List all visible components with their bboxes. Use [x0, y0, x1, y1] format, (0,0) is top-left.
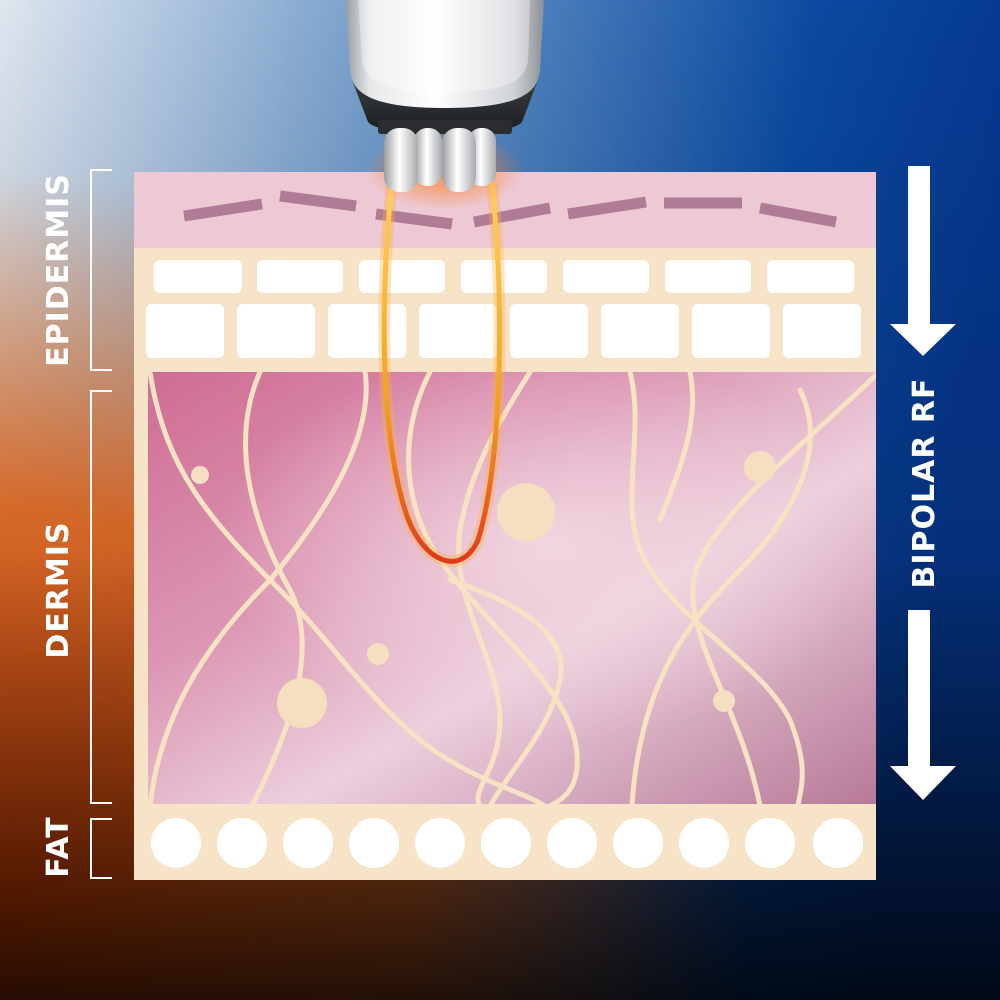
epidermis-dash [183, 198, 263, 222]
collagen-fiber [690, 372, 876, 804]
cell [783, 304, 861, 358]
fat-cell [613, 818, 663, 868]
vesicle [277, 678, 327, 728]
dermis-label: DERMIS [41, 521, 76, 658]
cell [146, 304, 224, 358]
collagen-fiber [243, 372, 305, 804]
vesicle [191, 466, 209, 484]
epidermis-label: EPIDERMIS [41, 173, 76, 367]
collagen-fiber [148, 372, 369, 804]
cell [665, 260, 751, 293]
arrow-shaft [908, 610, 930, 770]
epidermis-dash [759, 202, 837, 228]
epidermis-dashes [183, 190, 837, 230]
electrode-pin [414, 128, 442, 186]
cell [510, 304, 588, 358]
electrode-pin [384, 128, 418, 192]
rf-method-label: BIPOLAR RF [907, 378, 942, 589]
arrow-down-icon [890, 610, 956, 800]
device-shine [358, 0, 530, 92]
fat-cell [547, 818, 597, 868]
collagen-fiber [657, 372, 696, 523]
electrode-pin [442, 128, 476, 192]
vesicle [367, 643, 389, 665]
vesicle [713, 690, 735, 712]
arrow-shaft [908, 166, 930, 330]
fat-cell [217, 818, 267, 868]
epidermis-dash [279, 190, 357, 212]
dermis-bracket [90, 390, 112, 804]
cell [767, 260, 854, 293]
cell [461, 260, 547, 293]
epidermis-dash [473, 202, 551, 228]
epidermis-bracket [90, 169, 112, 371]
collagen-fiber [627, 372, 805, 804]
arrow-down-icon [890, 166, 956, 356]
fat-label: FAT [41, 816, 76, 877]
fat-cell [283, 818, 333, 868]
arrow-head [890, 324, 956, 356]
rf-current-loop [378, 181, 506, 568]
fat-cell [349, 818, 399, 868]
collagen-fibers [148, 372, 876, 804]
vesicle [497, 483, 555, 541]
epidermis-dash [567, 196, 647, 220]
collagen-fiber [406, 372, 580, 804]
cell [154, 260, 242, 293]
collagen-fiber [148, 372, 547, 804]
fat-cell [745, 818, 795, 868]
cell [328, 304, 406, 358]
fat-cell [151, 818, 201, 868]
fat-cell [813, 818, 863, 868]
cell [237, 304, 315, 358]
cell [563, 260, 649, 293]
fat-cell [415, 818, 465, 868]
collagen-fiber [447, 577, 564, 804]
cell [419, 304, 497, 358]
arrow-head [890, 766, 956, 800]
cell [601, 304, 679, 358]
fat-cell [481, 818, 531, 868]
layer-brackets [90, 169, 112, 879]
fat-cells [151, 818, 863, 868]
rf-applicator-icon [346, 0, 544, 210]
collagen-fiber [456, 372, 533, 804]
cell [692, 304, 770, 358]
fat-bracket [90, 818, 112, 879]
dermis-highlight [148, 372, 876, 804]
cell [257, 260, 343, 293]
fat-cell [679, 818, 729, 868]
vesicle [744, 451, 776, 483]
collagen-fiber [629, 387, 813, 804]
dermis-vesicles [191, 451, 776, 728]
cell [359, 260, 445, 293]
rf-current-path [381, 181, 503, 564]
device-body [346, 0, 544, 110]
